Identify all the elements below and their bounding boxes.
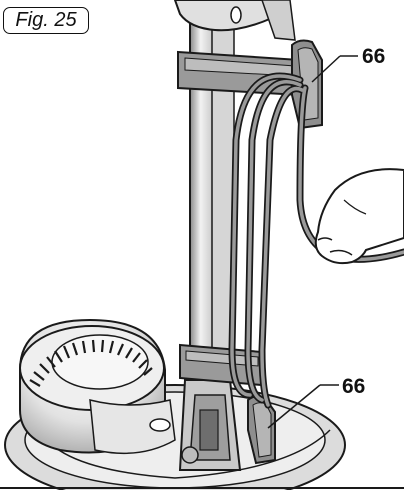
callout-upper-hook: 66 bbox=[362, 45, 386, 68]
lower-cable-hook bbox=[179, 343, 276, 465]
control-head bbox=[173, 0, 296, 41]
power-cable-highlight bbox=[230, 74, 404, 407]
figure-label: Fig. 25 bbox=[3, 7, 89, 34]
callout-lower-hook: 66 bbox=[342, 375, 366, 398]
hand bbox=[314, 168, 404, 265]
cooling-fins bbox=[29, 339, 153, 387]
motor-housing bbox=[19, 318, 176, 455]
leader-lines bbox=[267, 55, 358, 429]
